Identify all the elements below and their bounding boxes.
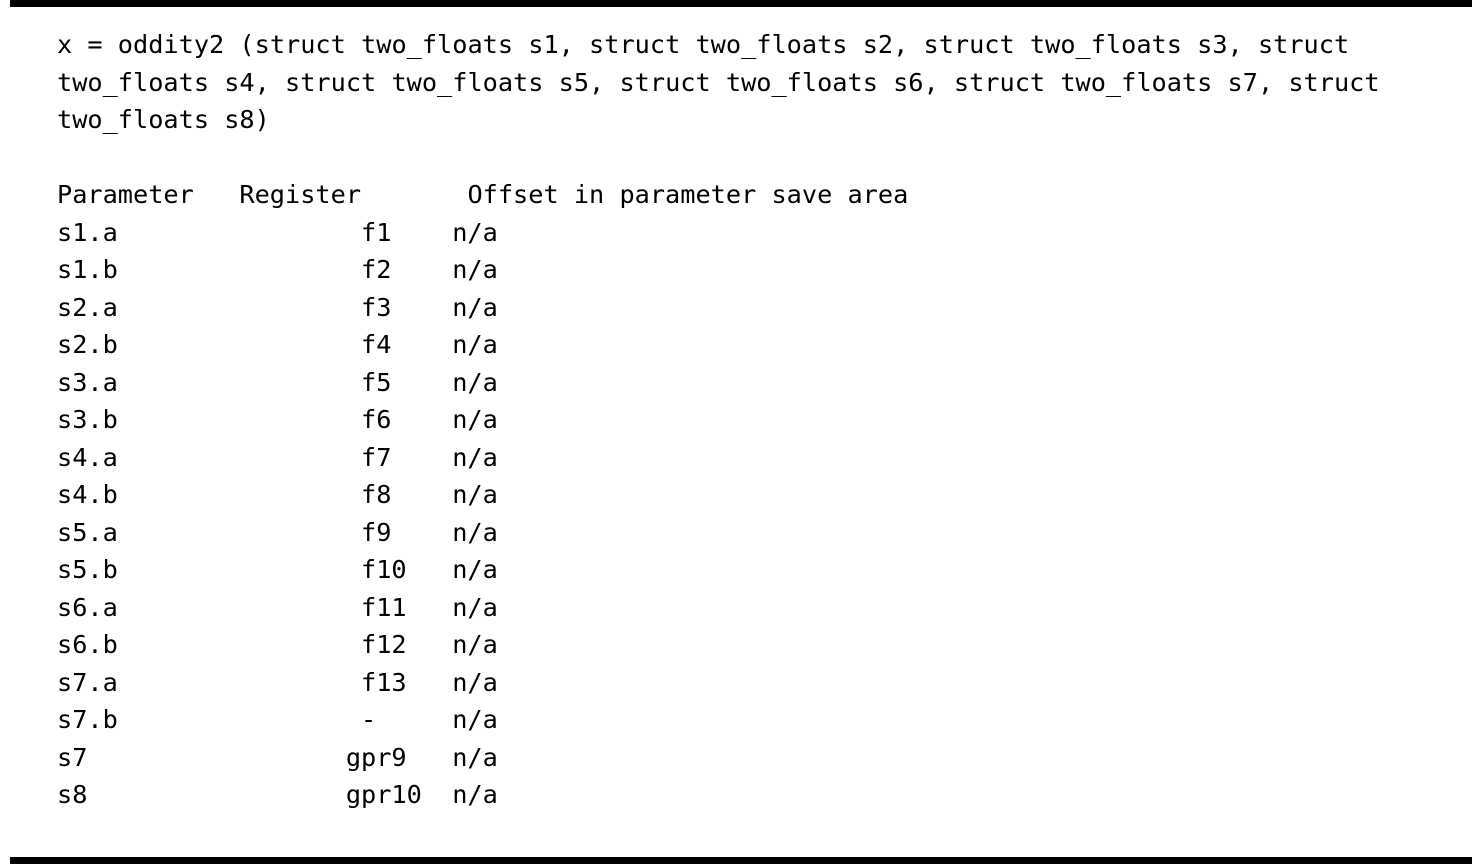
cell-offset: n/a <box>452 480 498 509</box>
cell-offset: n/a <box>452 442 498 472</box>
cell-offset: n/a <box>452 780 498 809</box>
top-rule <box>10 0 1472 7</box>
table-row: s8 gpr10 n/a <box>57 776 1380 814</box>
cell-register: gpr9 <box>345 742 407 772</box>
cell-offset: n/a <box>452 292 498 322</box>
table-row: s6.b f12 n/a <box>57 626 1380 664</box>
cell-offset: n/a <box>452 405 498 434</box>
cell-offset: n/a <box>452 517 498 547</box>
table-row: s7.a f13 n/a <box>57 664 1380 702</box>
cell-offset: n/a <box>452 592 498 622</box>
cell-parameter: s2.a <box>57 292 118 322</box>
blank-line <box>57 139 1380 177</box>
cell-register: f8 <box>361 480 392 509</box>
cell-register: f7 <box>361 442 392 472</box>
cell-offset: n/a <box>452 630 498 659</box>
cell-offset: n/a <box>452 742 498 772</box>
cell-parameter: s7.b <box>57 705 118 734</box>
column-header-parameter: Parameter <box>57 180 194 209</box>
cell-register: f3 <box>361 292 392 322</box>
cell-offset: n/a <box>452 330 498 359</box>
cell-parameter: s3.b <box>57 405 118 434</box>
cell-offset: n/a <box>452 217 498 247</box>
cell-parameter: s5.a <box>57 517 118 547</box>
code-line: two_floats s4, struct two_floats s5, str… <box>57 67 1380 97</box>
cell-parameter: s4.b <box>57 480 118 509</box>
cell-offset: n/a <box>452 367 498 397</box>
cell-parameter: s8 <box>57 780 88 809</box>
function-signature-code-block: x = oddity2 (struct two_floats s1, struc… <box>57 26 1380 139</box>
table-row: s1.b f2 n/a <box>57 251 1380 289</box>
cell-register: f1 <box>361 217 392 247</box>
cell-register: f2 <box>361 255 392 284</box>
cell-parameter: s6.a <box>57 592 118 622</box>
cell-parameter: s7 <box>57 742 88 772</box>
cell-register: f13 <box>361 667 407 697</box>
table-row: s3.b f6 n/a <box>57 401 1380 439</box>
table-row: s5.a f9 n/a <box>57 514 1380 552</box>
cell-offset: n/a <box>452 705 498 734</box>
table-row: s5.b f10 n/a <box>57 551 1380 589</box>
cell-offset: n/a <box>452 255 498 284</box>
cell-register: gpr10 <box>345 780 422 809</box>
column-header-register: Register <box>239 180 362 209</box>
code-line: two_floats s8) <box>57 105 270 134</box>
cell-parameter: s6.b <box>57 630 118 659</box>
code-line: x = oddity2 (struct two_floats s1, struc… <box>57 30 1350 59</box>
cell-parameter: s2.b <box>57 330 118 359</box>
cell-register: f12 <box>361 630 407 659</box>
figure-parameter-passing-example: x = oddity2 (struct two_floats s1, struc… <box>57 26 1380 814</box>
table-row: s6.a f11 n/a <box>57 589 1380 627</box>
cell-register: f9 <box>361 517 392 547</box>
cell-offset: n/a <box>452 555 498 584</box>
table-row: s2.a f3 n/a <box>57 289 1380 327</box>
table-row: s3.a f5 n/a <box>57 364 1380 402</box>
table-row: s4.b f8 n/a <box>57 476 1380 514</box>
cell-parameter: s7.a <box>57 667 118 697</box>
cell-parameter: s4.a <box>57 442 118 472</box>
cell-register: f6 <box>361 405 392 434</box>
cell-register: f4 <box>361 330 392 359</box>
cell-parameter: s1.a <box>57 217 118 247</box>
cell-parameter: s1.b <box>57 255 118 284</box>
table-row: s1.a f1 n/a <box>57 214 1380 252</box>
cell-register: f10 <box>361 555 407 584</box>
cell-parameter: s3.a <box>57 367 118 397</box>
cell-register: - <box>361 705 377 734</box>
table-row: s7 gpr9 n/a <box>57 739 1380 777</box>
table-header-row: Parameter Register Offset in parameter s… <box>57 176 1380 214</box>
column-header-offset: Offset in parameter save area <box>467 180 909 209</box>
cell-offset: n/a <box>452 667 498 697</box>
table-row: s4.a f7 n/a <box>57 439 1380 477</box>
cell-register: f11 <box>361 592 407 622</box>
table-row: s2.b f4 n/a <box>57 326 1380 364</box>
cell-register: f5 <box>361 367 392 397</box>
bottom-rule <box>10 857 1472 864</box>
table-row: s7.b - n/a <box>57 701 1380 739</box>
cell-parameter: s5.b <box>57 555 118 584</box>
